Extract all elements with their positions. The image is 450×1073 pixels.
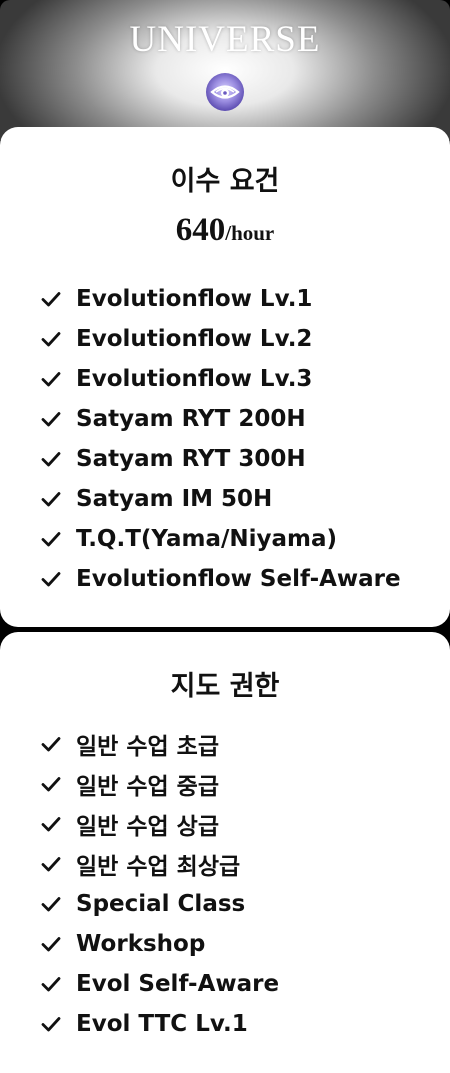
- check-icon: [41, 412, 61, 427]
- check-icon: [41, 857, 61, 872]
- check-icon: [41, 777, 61, 792]
- list-item: T.Q.T(Yama/Niyama): [40, 519, 401, 559]
- list-item: 일반 수업 초급: [40, 724, 279, 764]
- list-item: Satyam RYT 300H: [40, 439, 401, 479]
- list-item: Evolutionflow Lv.1: [40, 279, 401, 319]
- list-item: Special Class: [40, 884, 279, 924]
- list-item-label: 일반 수업 최상급: [76, 854, 241, 880]
- hourly-rate: 640/hour: [0, 212, 450, 249]
- list-item-label: Evol Self-Aware: [76, 971, 280, 997]
- check-icon: [41, 937, 61, 952]
- check-icon: [41, 737, 61, 752]
- list-item-label: 일반 수업 초급: [76, 734, 219, 760]
- check-icon: [41, 817, 61, 832]
- rate-unit: /hour: [225, 221, 275, 245]
- check-icon: [41, 492, 61, 507]
- eye-logo-icon: [206, 73, 244, 111]
- list-item-label: Evolutionflow Lv.1: [76, 286, 313, 312]
- check-icon: [41, 977, 61, 992]
- list-item-label: Special Class: [76, 891, 246, 917]
- check-icon: [41, 897, 61, 912]
- list-item: Evol Self-Aware: [40, 964, 279, 1004]
- list-item-label: 일반 수업 상급: [76, 814, 219, 840]
- requirements-list: Evolutionflow Lv.1 Evolutionflow Lv.2 Ev…: [40, 279, 401, 599]
- check-icon: [41, 372, 61, 387]
- list-item-label: Satyam IM 50H: [76, 486, 273, 512]
- list-item-label: Satyam RYT 300H: [76, 446, 306, 472]
- list-item-label: Evolutionflow Lv.2: [76, 326, 313, 352]
- check-icon: [41, 572, 61, 587]
- check-icon: [41, 452, 61, 467]
- list-item: Satyam RYT 200H: [40, 399, 401, 439]
- requirements-title: 이수 요건: [170, 166, 280, 197]
- list-item-label: Satyam RYT 200H: [76, 406, 306, 432]
- check-icon: [41, 1017, 61, 1032]
- authority-card: 지도 권한 일반 수업 초급 일반 수업 중급 일반 수업 상급 일반 수업 최…: [0, 632, 450, 1073]
- rate-value: 640: [175, 212, 226, 248]
- check-icon: [41, 332, 61, 347]
- check-icon: [41, 532, 61, 547]
- list-item-label: Evolutionflow Lv.3: [76, 366, 313, 392]
- authority-list: 일반 수업 초급 일반 수업 중급 일반 수업 상급 일반 수업 최상급 Spe…: [40, 724, 279, 1044]
- list-item: Evol TTC Lv.1: [40, 1004, 279, 1044]
- list-item-label: Workshop: [76, 931, 206, 957]
- list-item-label: 일반 수업 중급: [76, 774, 219, 800]
- list-item: 일반 수업 중급: [40, 764, 279, 804]
- list-item-label: T.Q.T(Yama/Niyama): [76, 526, 338, 552]
- check-icon: [41, 292, 61, 307]
- list-item: Evolutionflow Self-Aware: [40, 559, 401, 599]
- brand-title: UNIVERSE: [129, 19, 321, 60]
- header-banner: UNIVERSE: [0, 0, 450, 140]
- list-item-label: Evolutionflow Self-Aware: [76, 566, 401, 592]
- authority-title: 지도 권한: [170, 671, 280, 702]
- list-item: Evolutionflow Lv.2: [40, 319, 401, 359]
- list-item: 일반 수업 최상급: [40, 844, 279, 884]
- requirements-card: 이수 요건 640/hour Evolutionflow Lv.1 Evolut…: [0, 127, 450, 627]
- list-item: Satyam IM 50H: [40, 479, 401, 519]
- list-item: Evolutionflow Lv.3: [40, 359, 401, 399]
- list-item-label: Evol TTC Lv.1: [76, 1011, 248, 1037]
- list-item: 일반 수업 상급: [40, 804, 279, 844]
- list-item: Workshop: [40, 924, 279, 964]
